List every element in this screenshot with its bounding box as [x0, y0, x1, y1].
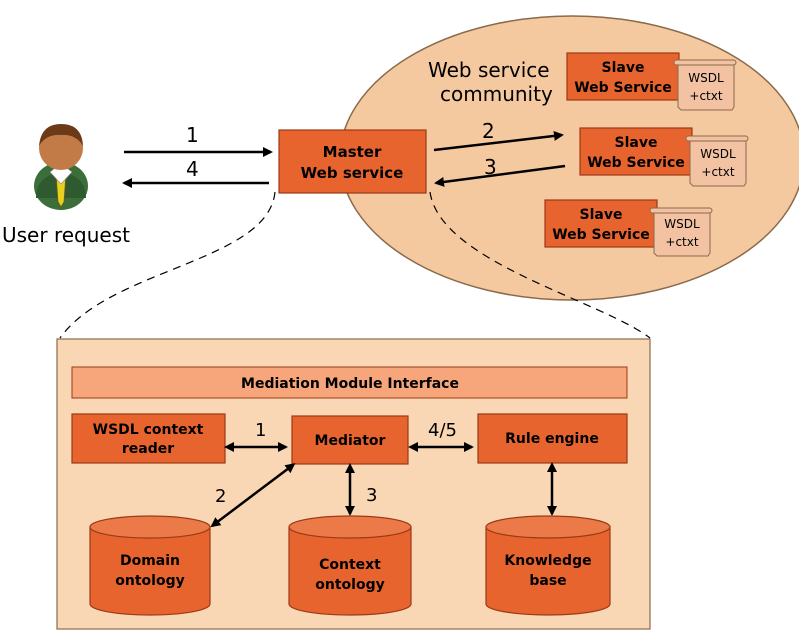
wsdl-doc-2-line1: WSDL: [700, 147, 736, 161]
edge-3-label: 3: [366, 485, 377, 506]
arrow-3: [434, 164, 566, 187]
community-label-line1: Web service: [428, 58, 550, 82]
master-web-service-box: [278, 129, 427, 194]
mediation-module-interface-bar: [71, 366, 628, 399]
context-ontology-cylinder: Context ontology: [288, 515, 412, 616]
knowledge-base-cylinder: Knowledge base: [485, 515, 611, 616]
wsdl-doc-3-line1: WSDL: [664, 217, 700, 231]
arrow-4-label: 4: [186, 157, 199, 181]
master-line2: Web service: [301, 164, 404, 182]
user-icon: [34, 124, 88, 210]
zoom-line-right: [429, 191, 651, 339]
wsdl-doc-2-line2: +ctxt: [701, 165, 734, 179]
rule-engine-label: Rule engine: [505, 431, 599, 447]
slave-2-line1: Slave: [615, 135, 658, 151]
slave-web-service-2: Slave Web Service WSDL +ctxt: [579, 127, 749, 187]
context-ontology-line2: ontology: [315, 577, 384, 593]
arrow-2: [433, 130, 564, 152]
wsdl-reader-line1: WSDL context: [93, 422, 204, 438]
community-label-line2: community: [440, 82, 553, 106]
slave-1-line2: Web Service: [574, 80, 672, 96]
arrow-1-label: 1: [186, 123, 199, 147]
slave-3-line1: Slave: [580, 207, 623, 223]
slave-3-line2: Web Service: [552, 227, 650, 243]
domain-ontology-line1: Domain: [120, 553, 180, 569]
wsdl-context-reader-box: [71, 413, 226, 464]
domain-ontology-cylinder: Domain ontology: [89, 515, 211, 616]
mediator-label: Mediator: [315, 433, 386, 449]
rule-engine-box: [477, 413, 628, 464]
slave-web-service-1: Slave Web Service WSDL +ctxt: [566, 52, 737, 111]
user-request-label: User request: [2, 223, 130, 247]
edge-mediator-domain: [210, 463, 296, 528]
mediation-module-interface-label: Mediation Module Interface: [241, 376, 459, 392]
edge-1-label: 1: [255, 420, 266, 441]
context-ontology-line1: Context: [319, 557, 381, 573]
domain-ontology-line2: ontology: [115, 573, 184, 589]
master-line1: Master: [323, 143, 382, 161]
knowledge-base-line2: base: [529, 573, 566, 589]
edge-2-label: 2: [215, 486, 226, 507]
slave-2-line2: Web Service: [587, 155, 685, 171]
wsdl-doc-1-line1: WSDL: [688, 71, 724, 85]
slave-web-service-3: Slave Web Service WSDL +ctxt: [544, 199, 713, 257]
arrow-2-label: 2: [482, 119, 495, 143]
slave-1-line1: Slave: [602, 60, 645, 76]
mediator-box: [291, 415, 409, 465]
arrow-3-label: 3: [484, 155, 497, 179]
wsdl-doc-3-line2: +ctxt: [665, 235, 698, 249]
wsdl-doc-1-line2: +ctxt: [689, 89, 722, 103]
knowledge-base-line1: Knowledge: [504, 553, 591, 569]
zoom-line-left: [59, 191, 276, 339]
edge-45-label: 4/5: [428, 420, 457, 441]
wsdl-reader-line2: reader: [122, 441, 174, 457]
